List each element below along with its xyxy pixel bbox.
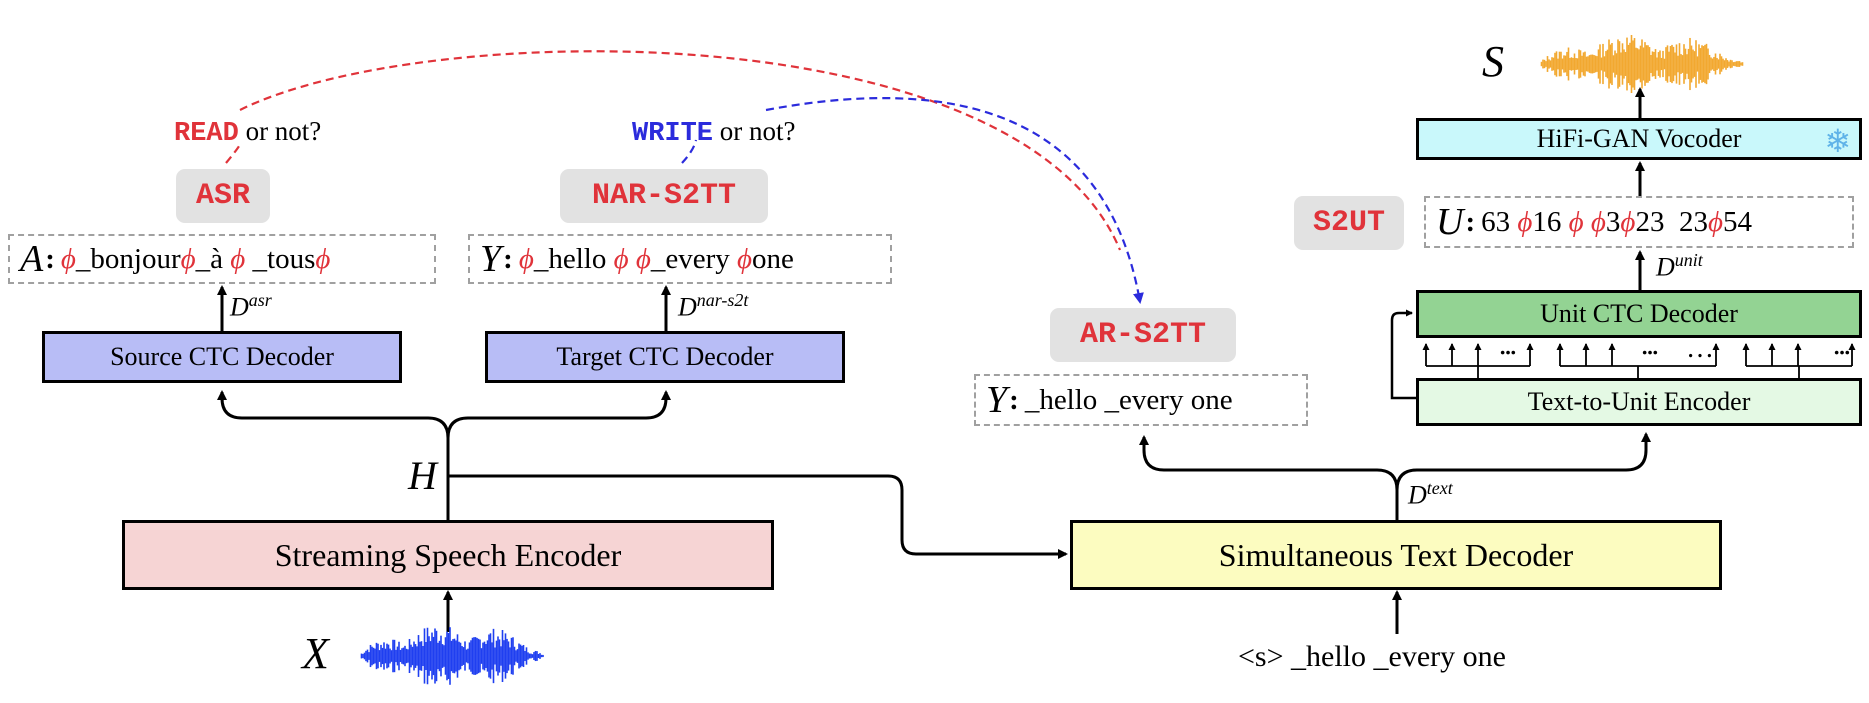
text-decoder-branch-arrows <box>1139 432 1651 522</box>
d-unit-label: Dunit <box>1656 250 1703 282</box>
h-symbol: H <box>408 453 437 498</box>
target-ctc-label: Target CTC Decoder <box>556 342 774 371</box>
svg-text:···: ··· <box>1834 345 1850 362</box>
vocoder-label: HiFi-GAN Vocoder <box>1536 124 1742 153</box>
unit-sequence-token: ϕ <box>1620 205 1636 238</box>
asr-sequence-token: ϕ <box>180 242 196 275</box>
asr-tag: ASR <box>176 169 270 223</box>
unit-sequence-token: 23 23 <box>1635 205 1708 238</box>
encoder-to-ctc-arrows <box>217 390 671 522</box>
read-question-text: or not? <box>238 116 322 146</box>
t2u-to-unit-ctc-arrows: ··· ··· ··· <box>1422 343 1856 378</box>
ar-s2tt-tag: AR-S2TT <box>1050 308 1236 362</box>
unit-sequence-token: ϕ <box>1707 205 1723 238</box>
output-waveform <box>1540 35 1744 93</box>
unit-ctc-decoder: Unit CTC Decoder <box>1416 290 1862 338</box>
write-keyword: WRITE <box>632 119 714 149</box>
s-symbol: S <box>1482 37 1504 86</box>
read-question: READ or not? <box>174 116 321 149</box>
nar-sequence-token: ϕ <box>737 242 753 275</box>
read-control-curve <box>225 50 1122 251</box>
d-text-label: Dtext <box>1408 478 1453 510</box>
streaming-speech-encoder: Streaming Speech Encoder <box>122 520 774 590</box>
ar-sequence-var: Y <box>986 379 1008 421</box>
ellipsis-dots: … <box>1686 333 1714 364</box>
asr-sequence-token: ϕ <box>60 242 76 275</box>
read-keyword: READ <box>174 119 239 149</box>
encoder-label: Streaming Speech Encoder <box>274 536 622 573</box>
unit-sequence-token: 54 <box>1722 205 1752 238</box>
unit-sequence-token: 16 <box>1532 205 1569 238</box>
text-to-unit-encoder: Text-to-Unit Encoder <box>1416 378 1862 426</box>
asr-sequence-var: A <box>20 238 44 280</box>
nar-sequence-token: one <box>752 242 794 275</box>
d-nar-label: Dnar-s2t <box>678 290 749 322</box>
unit-ctc-label: Unit CTC Decoder <box>1540 299 1738 328</box>
asr-sequence-token: _tous <box>245 242 316 275</box>
write-control-curve <box>681 97 1140 302</box>
ar-sequence: Y: _hello _every one <box>974 374 1308 426</box>
asr-sequence-token: ϕ <box>315 242 331 275</box>
x-symbol: X <box>302 629 329 678</box>
unit-sequence-token: ϕ <box>1583 205 1606 238</box>
target-ctc-decoder: Target CTC Decoder <box>485 331 845 383</box>
asr-sequence-token: ϕ <box>230 242 246 275</box>
nar-sequence-token: _hello <box>533 242 614 275</box>
nar-sequence-token: ϕ <box>518 242 534 275</box>
unit-sequence-token: ϕ <box>1568 205 1584 238</box>
t2u-feedback-arrow <box>1390 309 1418 400</box>
unit-sequence-token: ϕ <box>1517 205 1533 238</box>
text-decoder-label: Simultaneous Text Decoder <box>1218 536 1574 573</box>
asr-sequence-token: _bonjour <box>75 242 181 275</box>
encoder-to-text-decoder-arrow <box>448 474 1068 559</box>
svg-text:···: ··· <box>1642 345 1658 362</box>
unit-sequence-token: 3 <box>1605 205 1621 238</box>
unit-sequence-token: 63 <box>1481 205 1518 238</box>
source-ctc-decoder: Source CTC Decoder <box>42 331 402 383</box>
unit-sequence-var: U <box>1436 201 1464 243</box>
nar-sequence-var: Y <box>480 238 502 280</box>
source-ctc-label: Source CTC Decoder <box>110 342 334 371</box>
nar-sequence-token: _every <box>650 242 738 275</box>
decoder-input-text: <s> _hello _every one <box>1238 640 1506 673</box>
nar-sequence-token: ϕ <box>628 242 651 275</box>
write-question: WRITE or not? <box>632 116 796 149</box>
write-question-text: or not? <box>713 116 796 146</box>
s2ut-tag: S2UT <box>1294 196 1404 250</box>
ar-sequence-text: _hello _every one <box>1024 383 1233 416</box>
svg-text:···: ··· <box>1500 345 1516 362</box>
snowflake-icon: ❄ <box>1824 122 1851 160</box>
nar-s2tt-tag: NAR-S2TT <box>560 169 768 223</box>
t2u-label: Text-to-Unit Encoder <box>1527 387 1751 416</box>
input-waveform <box>360 627 544 685</box>
nar-sequence-token: ϕ <box>613 242 629 275</box>
d-asr-label: Dasr <box>230 290 272 322</box>
simultaneous-text-decoder: Simultaneous Text Decoder <box>1070 520 1722 590</box>
asr-sequence-token: _à <box>195 242 231 275</box>
hifigan-vocoder: HiFi-GAN Vocoder ❄ <box>1416 118 1862 160</box>
